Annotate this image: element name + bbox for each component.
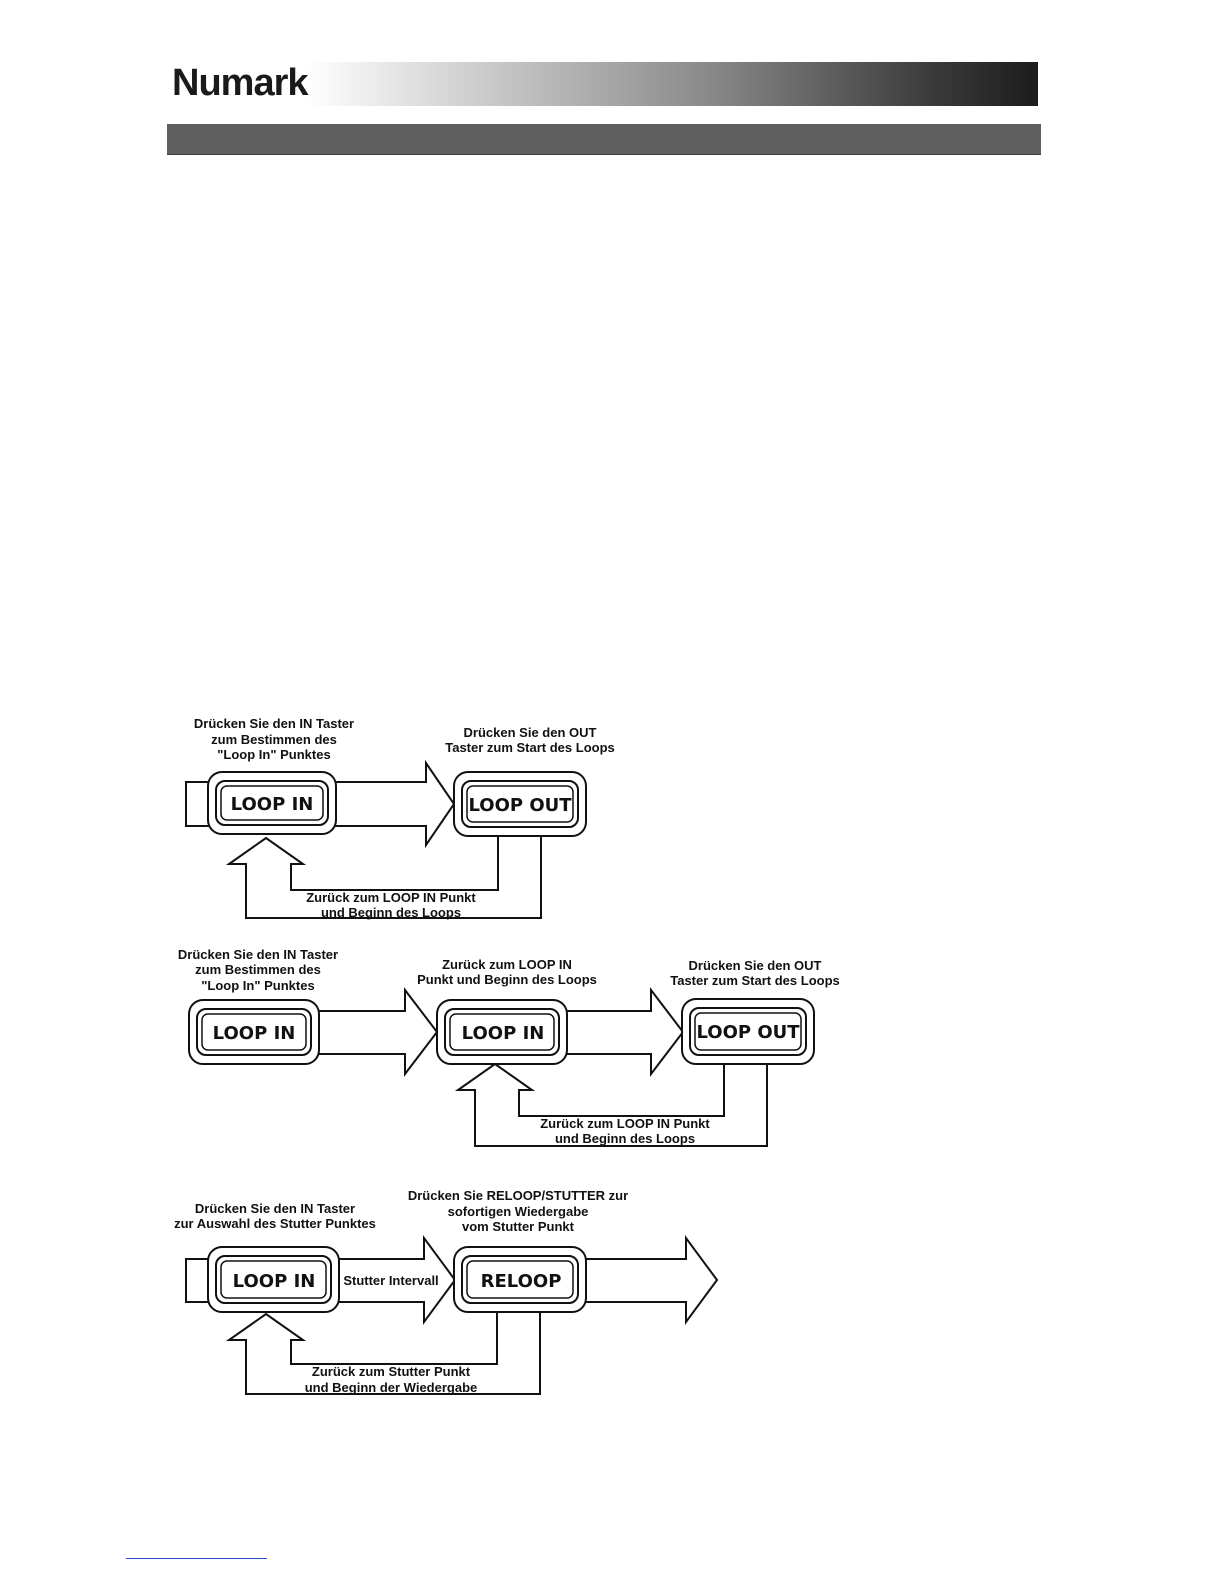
loop-out-button-2: LOOP OUT: [681, 998, 815, 1065]
loop-out-button-2-label: LOOP OUT: [696, 1022, 800, 1043]
loop-in-button-2: LOOP IN: [436, 999, 568, 1065]
d2-return-label-line-2: und Beginn des Loops: [555, 1131, 695, 1146]
d2-mid-label-line-2: Punkt und Beginn des Loops: [417, 972, 597, 987]
loop-out-button-label: LOOP OUT: [468, 795, 572, 816]
d1-return-label-line-1: Zurück zum LOOP IN Punkt: [306, 890, 476, 905]
loop-in-button-1-label: LOOP IN: [213, 1023, 296, 1044]
diagram-loop-adjust: LOOP IN LOOP IN LOOP OUT Drücken Sie den…: [178, 947, 840, 1147]
d2-in-label-line-3: "Loop In" Punktes: [201, 978, 314, 993]
diagram-loop-basic: LOOP IN LOOP OUT Drücken Sie den IN Tast…: [185, 716, 615, 920]
loop-in-button: LOOP IN: [207, 771, 337, 835]
d1-out-label-line-1: Drücken Sie den OUT: [464, 725, 597, 740]
d3-return-label-line-1: Zurück zum Stutter Punkt: [312, 1364, 471, 1379]
d1-out-label-line-2: Taster zum Start des Loops: [445, 740, 615, 755]
reloop-button: RELOOP: [453, 1246, 587, 1313]
header-gradient-bar: [167, 62, 1038, 106]
reloop-button-label: RELOOP: [481, 1271, 562, 1292]
d3-reloop-label-line-1: Drücken Sie RELOOP/STUTTER zur: [408, 1188, 628, 1203]
loop-in-button-2-label: LOOP IN: [462, 1023, 545, 1044]
d2-in-label-line-1: Drücken Sie den IN Taster: [178, 947, 338, 962]
d1-in-label-line-2: zum Bestimmen des: [211, 732, 337, 747]
loop-in-button-label: LOOP IN: [231, 794, 314, 815]
d3-reloop-label-line-2: sofortigen Wiedergabe: [448, 1204, 589, 1219]
d1-return-label-line-2: und Beginn des Loops: [321, 905, 461, 920]
stutter-interval-label: Stutter Intervall: [343, 1273, 438, 1288]
d2-out-label-line-1: Drücken Sie den OUT: [689, 958, 822, 973]
d1-in-label-line-1: Drücken Sie den IN Taster: [194, 716, 354, 731]
d1-in-label-line-3: "Loop In" Punktes: [217, 747, 330, 762]
stutter-loop-in-button: LOOP IN: [207, 1246, 340, 1313]
section-title-bar: [167, 124, 1041, 155]
diagram-stutter: LOOP IN RELOOP Stutter Intervall Drücken…: [174, 1188, 719, 1395]
loop-out-button: LOOP OUT: [453, 771, 587, 837]
d2-out-label-line-2: Taster zum Start des Loops: [670, 973, 840, 988]
d2-return-label-line-1: Zurück zum LOOP IN Punkt: [540, 1116, 710, 1131]
d2-in-label-line-2: zum Bestimmen des: [195, 962, 321, 977]
d3-in-label-line-1: Drücken Sie den IN Taster: [195, 1201, 355, 1216]
d3-reloop-label-line-3: vom Stutter Punkt: [462, 1219, 575, 1234]
brand-logo: Numark: [172, 62, 308, 104]
d2-mid-label-line-1: Zurück zum LOOP IN: [442, 957, 572, 972]
stutter-loop-in-button-label: LOOP IN: [233, 1271, 316, 1292]
footer-link-underline: [126, 1558, 267, 1559]
d3-return-label-line-2: und Beginn der Wiedergabe: [305, 1380, 478, 1395]
loop-in-button-1: LOOP IN: [188, 999, 320, 1065]
d3-in-label-line-2: zur Auswahl des Stutter Punktes: [174, 1216, 376, 1231]
